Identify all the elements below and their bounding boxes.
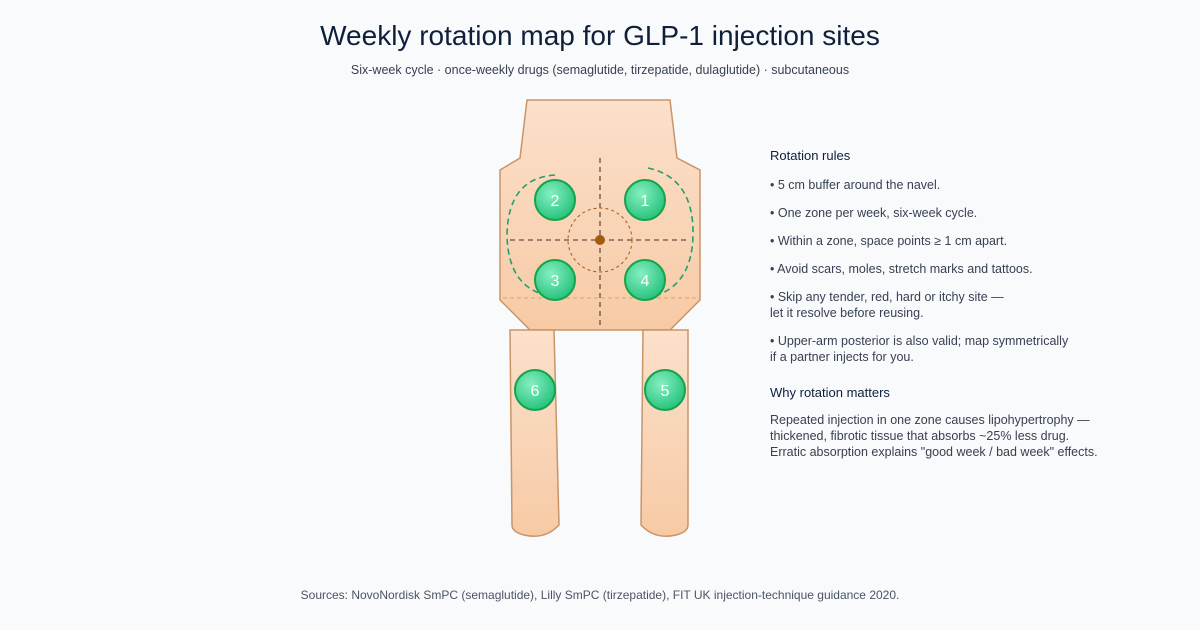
page-subtitle: Six-week cycle · once-weekly drugs (sema… — [350, 63, 850, 77]
right-thigh-shape — [509, 329, 560, 537]
rotation-rules-list: • 5 cm buffer around the navel. • One zo… — [770, 177, 1170, 365]
rule-item: • One zone per week, six-week cycle. — [770, 206, 978, 220]
rotation-arc-right — [645, 167, 694, 299]
rotation-arc-left — [506, 174, 557, 298]
site-marker-1[interactable]: 1 — [624, 179, 666, 221]
rules-panel: Rotation rules • 5 cm buffer around the … — [770, 148, 1170, 460]
site-marker-2[interactable]: 2 — [534, 179, 576, 221]
body-diagram: 1 2 3 4 5 6 — [499, 99, 701, 537]
site-marker-5[interactable]: 5 — [644, 369, 686, 411]
site-number-5: 5 — [661, 383, 670, 400]
rule-item: • 5 cm buffer around the navel. — [770, 178, 941, 192]
site-number-3: 3 — [551, 273, 560, 290]
site-marker-4[interactable]: 4 — [624, 259, 666, 301]
site-marker-3[interactable]: 3 — [534, 259, 576, 301]
sources-footer: Sources: NovoNordisk SmPC (semaglutide),… — [300, 588, 900, 602]
rotation-rules-heading: Rotation rules — [770, 148, 851, 163]
navel-buffer-circle — [567, 207, 633, 273]
site-number-4: 4 — [641, 273, 650, 290]
site-number-1: 1 — [641, 193, 650, 210]
rule-item: • Skip any tender, red, hard or itchy si… — [770, 290, 1004, 320]
rule-item: • Within a zone, space points ≥ 1 cm apa… — [770, 234, 1008, 248]
rule-item: • Upper-arm posterior is also valid; map… — [770, 334, 1069, 364]
site-number-2: 2 — [551, 193, 560, 210]
why-rotation-heading: Why rotation matters — [770, 385, 890, 400]
navel-dot — [595, 235, 605, 245]
page-title: Weekly rotation map for GLP-1 injection … — [320, 20, 880, 51]
site-number-6: 6 — [531, 383, 540, 400]
why-rotation-text: Repeated injection in one zone causes li… — [770, 413, 1098, 459]
rule-item: • Avoid scars, moles, stretch marks and … — [770, 262, 1033, 276]
site-marker-6[interactable]: 6 — [514, 369, 556, 411]
left-thigh-shape — [640, 329, 689, 537]
